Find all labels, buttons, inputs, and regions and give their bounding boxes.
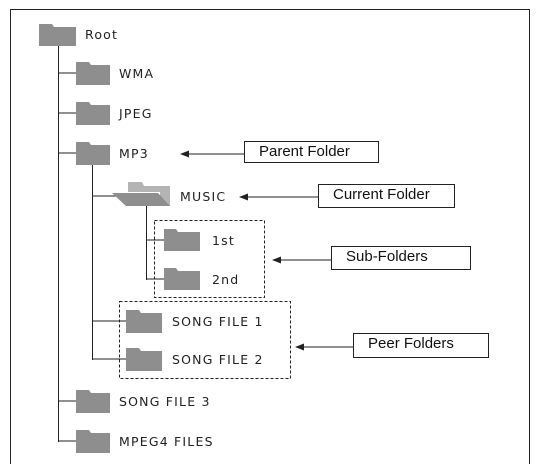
tree-lines	[58, 44, 164, 442]
song-file-3-label: SONG FILE 3	[119, 394, 211, 409]
jpeg-folder-label: JPEG	[119, 106, 153, 121]
frame-top-border	[10, 9, 530, 10]
wma-folder-label: WMA	[119, 66, 155, 81]
sub-folders-callout: Sub-Folders	[331, 246, 471, 270]
sub-folder-first-label: 1st	[212, 233, 235, 248]
mp3-folder-label: MP3	[119, 146, 149, 161]
folder-icon	[76, 102, 110, 125]
folder-icon	[76, 142, 110, 165]
folder-icon	[126, 310, 162, 333]
folder-icon	[39, 24, 76, 46]
folder-icon	[76, 390, 110, 413]
frame-right-border	[529, 9, 530, 464]
song-file-1-label: SONG FILE 1	[172, 314, 264, 329]
parent-folder-callout: Parent Folder	[244, 141, 379, 163]
root-folder-label: Root	[85, 27, 119, 42]
folder-icon	[164, 268, 200, 290]
folder-icon	[164, 229, 200, 251]
song-file-2-label: SONG FILE 2	[172, 352, 264, 367]
peer-folders-dashed-box	[119, 301, 291, 379]
folder-icon	[76, 430, 110, 453]
current-folder-callout: Current Folder	[318, 184, 455, 208]
folder-icon	[76, 62, 110, 85]
sub-folder-second-label: 2nd	[212, 272, 240, 287]
mpeg4-files-label: MPEG4 FILES	[119, 434, 214, 449]
peer-folders-callout: Peer Folders	[353, 333, 489, 358]
music-folder-label: MUSIC	[180, 189, 227, 204]
frame-left-border	[10, 9, 11, 464]
open-folder-icon	[112, 182, 170, 206]
sub-folders-dashed-box	[154, 220, 265, 298]
folder-icon	[126, 348, 162, 371]
